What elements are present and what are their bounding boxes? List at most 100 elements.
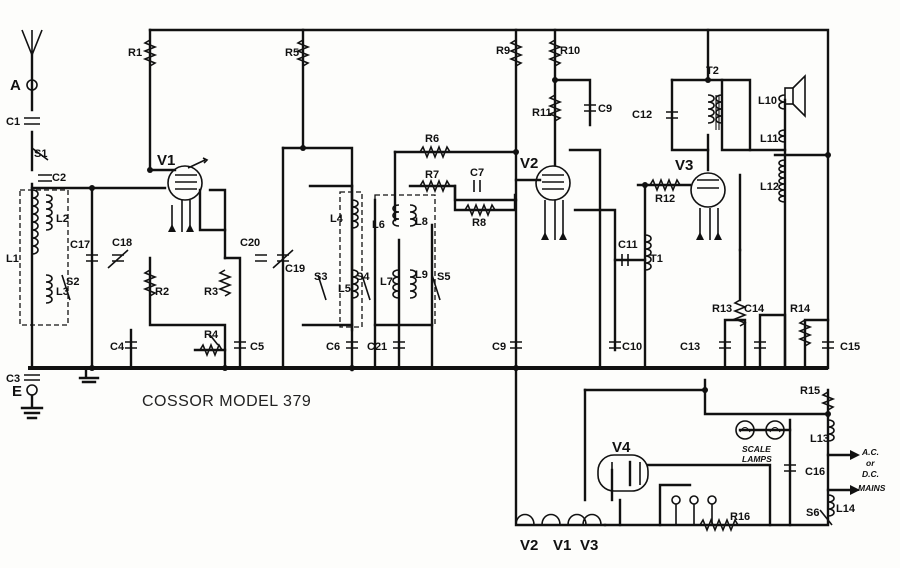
r9-resistor xyxy=(508,39,524,67)
l7-coil xyxy=(392,269,400,299)
r1-resistor xyxy=(142,39,158,67)
aerial-terminal xyxy=(26,79,38,91)
v2-valve xyxy=(535,165,571,240)
label-A: A xyxy=(10,77,21,94)
l1-coil xyxy=(31,189,39,255)
r7-resistor xyxy=(419,178,451,194)
c21-capacitor xyxy=(393,341,405,349)
label-R7: R7 xyxy=(425,169,439,181)
label-R2: R2 xyxy=(155,286,169,298)
c5-capacitor xyxy=(234,341,246,349)
c6-capacitor xyxy=(346,341,358,349)
l13-coil xyxy=(827,419,835,442)
label-R6: R6 xyxy=(425,133,439,145)
label-S4: S4 xyxy=(356,271,370,283)
label-L7: L7 xyxy=(380,276,393,288)
c17-capacitor xyxy=(86,254,98,262)
earth-terminal xyxy=(26,384,38,396)
label-R11: R11 xyxy=(532,107,552,119)
coil-screen-hf xyxy=(339,191,363,328)
label-C20: C20 xyxy=(240,237,260,249)
s2-switch xyxy=(61,274,71,301)
c13-capacitor xyxy=(719,341,731,349)
r11-resistor xyxy=(547,94,563,122)
label-R8: R8 xyxy=(472,217,486,229)
r12-resistor xyxy=(649,177,681,193)
scale-lamps xyxy=(735,420,785,440)
r14-resistor xyxy=(797,319,813,347)
c11-capacitor xyxy=(621,254,629,266)
s4-switch xyxy=(361,274,371,301)
s5-switch xyxy=(431,274,441,301)
c9-capacitor xyxy=(584,104,596,112)
t2-primary-coil xyxy=(707,94,715,124)
l4-coil xyxy=(351,199,359,229)
l2-coil xyxy=(45,194,53,231)
r2-resistor xyxy=(142,269,158,297)
c20-capacitor xyxy=(255,254,267,262)
c19-capacitor xyxy=(272,249,294,269)
label-mains-or: or xyxy=(866,458,875,468)
label-C1: C1 xyxy=(6,116,20,128)
coil-screen-if xyxy=(374,194,436,326)
label-C16: C16 xyxy=(805,466,825,478)
l6-coil xyxy=(392,204,400,227)
s6-switch xyxy=(819,509,833,526)
label-S1: S1 xyxy=(34,148,47,160)
wiring xyxy=(28,28,852,527)
label-R9: R9 xyxy=(496,45,510,57)
r13-resistor xyxy=(732,299,748,327)
label-L5: L5 xyxy=(338,283,351,295)
label-S6: S6 xyxy=(806,507,819,519)
label-C6: C6 xyxy=(326,341,340,353)
l3-coil xyxy=(45,274,53,304)
l9-coil xyxy=(409,269,417,299)
c14-capacitor xyxy=(754,341,766,349)
label-S5: S5 xyxy=(437,271,450,283)
label-R13: R13 xyxy=(712,303,732,315)
label-C12: C12 xyxy=(632,109,652,121)
c2-capacitor xyxy=(38,174,52,182)
label-lamps: LAMPS xyxy=(742,454,772,464)
label-R3: R3 xyxy=(204,286,218,298)
label-C19: C19 xyxy=(285,263,305,275)
l12-coil xyxy=(778,159,786,203)
v4-valve xyxy=(597,454,649,492)
c12-capacitor xyxy=(666,111,678,119)
v1-valve xyxy=(167,157,209,232)
label-scale: SCALE xyxy=(742,444,771,454)
v3-valve xyxy=(690,172,726,240)
c15-capacitor xyxy=(822,341,834,349)
label-C3: C3 xyxy=(6,373,20,385)
component-labels: A E C1 S1 C2 C3 L1 L2 L3 S2 C17 C18 R1 V… xyxy=(6,45,886,554)
loudspeaker xyxy=(784,74,806,118)
t2-secondary-coil xyxy=(715,94,723,124)
c3-capacitor xyxy=(24,374,40,381)
label-mains-ac: A.C. xyxy=(861,447,879,457)
label-heater-V2: V2 xyxy=(520,537,538,554)
c16-capacitor xyxy=(784,464,796,472)
label-R15: R15 xyxy=(800,385,820,397)
label-V4: V4 xyxy=(612,439,631,456)
r4-resistor xyxy=(199,334,223,358)
label-V3: V3 xyxy=(675,157,693,174)
label-C2: C2 xyxy=(52,172,66,184)
label-C14: C14 xyxy=(744,303,765,315)
label-L12: L12 xyxy=(760,181,779,193)
c9b-capacitor xyxy=(510,341,522,349)
label-S3: S3 xyxy=(314,271,327,283)
label-R5: R5 xyxy=(285,47,299,59)
components xyxy=(19,29,860,533)
label-C17: C17 xyxy=(70,239,90,251)
label-C21: C21 xyxy=(367,341,387,353)
c10-capacitor xyxy=(609,341,621,349)
label-V1: V1 xyxy=(157,152,175,169)
l11-coil xyxy=(778,129,786,143)
r16-resistor xyxy=(699,517,739,533)
r10-resistor xyxy=(547,39,563,67)
s3-switch xyxy=(317,274,327,301)
coil-screen-aerial xyxy=(19,189,69,326)
label-mains: MAINS xyxy=(858,483,886,493)
diagram-title: COSSOR MODEL 379 xyxy=(142,393,311,410)
label-L8: L8 xyxy=(415,216,428,228)
